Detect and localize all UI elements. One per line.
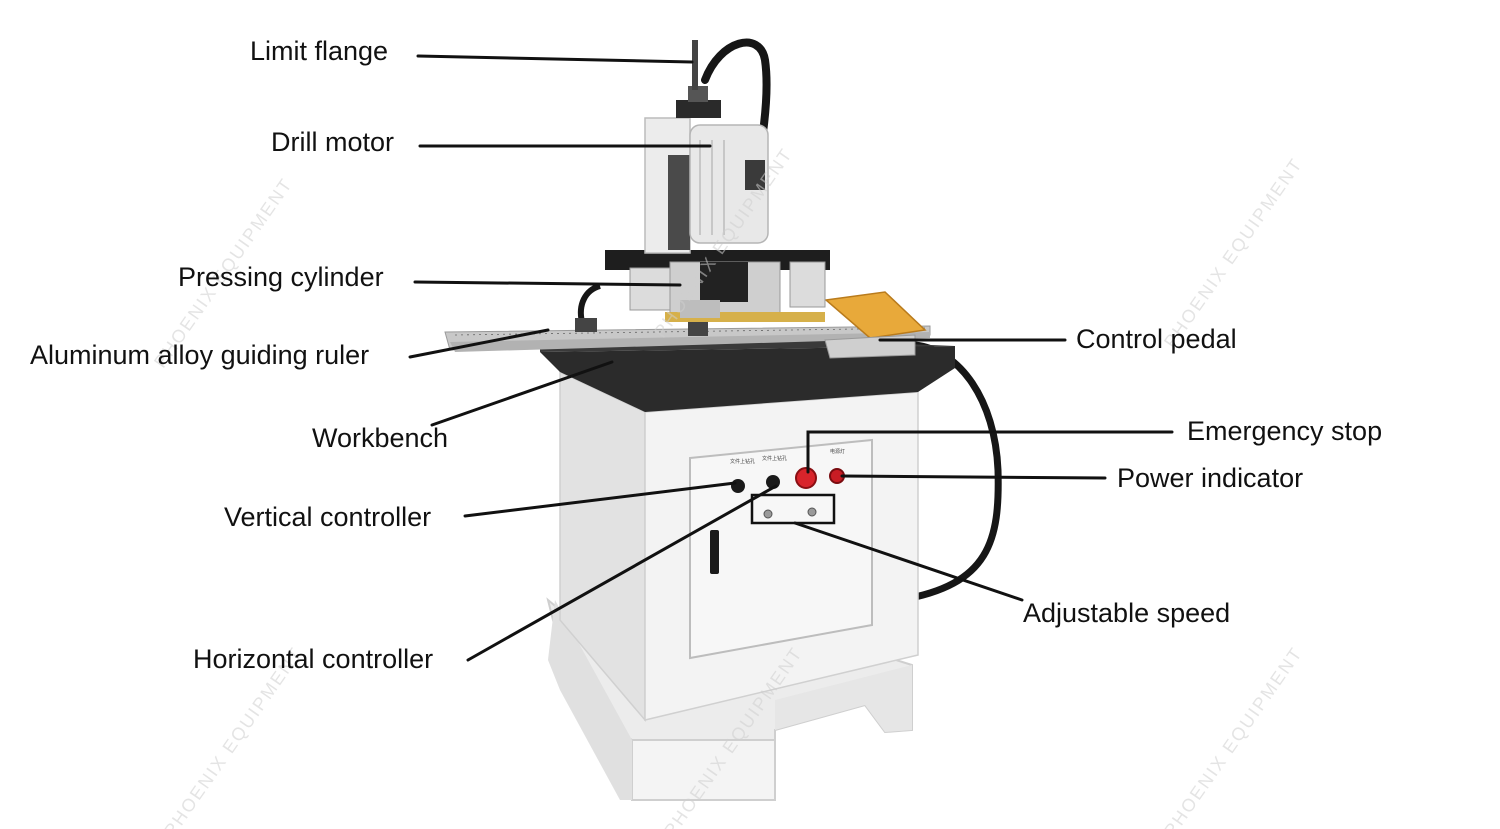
speed-control-box (750, 493, 836, 525)
label-power-indicator: Power indicator (1117, 463, 1304, 493)
speed-knob-right (807, 507, 817, 517)
leader-emergency-stop (806, 430, 1174, 474)
label-limit-flange: Limit flange (250, 36, 389, 66)
leader-adjustable-speed (793, 521, 1024, 602)
label-horizontal-controller: Horizontal controller (193, 644, 434, 674)
label-emergency-stop: Emergency stop (1187, 416, 1383, 446)
guiding-ruler (444, 318, 931, 352)
leader-aluminum-ruler (408, 328, 550, 359)
label-pressing-cylinder: Pressing cylinder (178, 262, 384, 292)
leader-vertical-controller (463, 481, 737, 518)
label-aluminum-ruler: Aluminum alloy guiding ruler (30, 340, 370, 370)
leader-horizontal-controller (466, 484, 778, 662)
svg-text:电源灯: 电源灯 (830, 448, 845, 455)
svg-text:文件上钻孔: 文件上钻孔 (762, 455, 787, 462)
svg-text:文件上钻孔: 文件上钻孔 (730, 458, 755, 465)
control-pedal-shape (824, 291, 927, 359)
label-adjustable-speed: Adjustable speed (1023, 598, 1231, 628)
leader-power-indicator (840, 474, 1107, 480)
leader-workbench (430, 360, 614, 427)
leader-lines (408, 54, 1174, 662)
speed-knob-left (763, 509, 773, 519)
cabinet-body: 文件上钻孔 文件上钻孔 电源灯 (559, 370, 919, 723)
label-control-pedal: Control pedal (1076, 324, 1237, 354)
label-vertical-controller: Vertical controller (224, 502, 432, 532)
leader-limit-flange (416, 54, 694, 64)
door-handle (710, 530, 719, 574)
left-cable (578, 283, 602, 323)
label-workbench: Workbench (312, 423, 449, 453)
pressing-assembly (605, 250, 830, 322)
label-drill-motor: Drill motor (271, 127, 395, 157)
leader-pressing-cylinder (413, 280, 682, 287)
drill-motor-shape (644, 40, 769, 254)
emergency-stop-button (795, 467, 817, 489)
vertical-switch (731, 479, 745, 493)
